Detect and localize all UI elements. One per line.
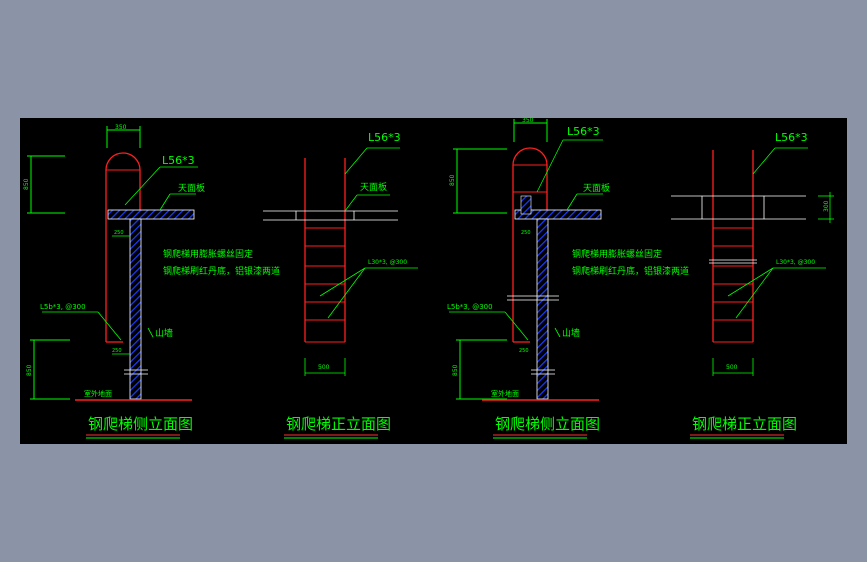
ground-label: 室外地面 [491, 389, 519, 398]
dimension-slab-text: 300 [823, 200, 830, 212]
slab-label: 天面板 [178, 182, 205, 194]
dimension-250-top-text: 250 [114, 230, 124, 236]
wall-label: 山墙 [155, 327, 173, 339]
drawing-canvas: 350 850 850 250 250 [23, 118, 834, 439]
dimension-upper-height [27, 155, 65, 214]
roof-slab [107, 209, 195, 220]
angle-label: L56*3 [368, 131, 401, 144]
dimension-250-bottom-text: 250 [519, 348, 529, 354]
slab-label: 天面板 [583, 182, 610, 194]
ladder-hoop [105, 152, 141, 342]
dimension-width [304, 358, 346, 376]
drawing-side-elevation-1: 350 850 850 250 250 [23, 124, 280, 439]
drawing-front-elevation-2: L56*3 300 L30*3, @300 500 钢爬梯正立面图 [671, 131, 834, 439]
drawing-title: 钢爬梯正立面图 [692, 415, 797, 433]
note-line-2: 钢爬梯刷红丹底，铝银漆两道 [572, 265, 689, 277]
dimension-250-top-text: 250 [521, 230, 531, 236]
drawing-title: 钢爬梯侧立面图 [495, 415, 600, 433]
leader-lines [42, 166, 198, 341]
front-leaders [319, 147, 418, 319]
dimension-top-text: 350 [522, 118, 534, 124]
dimension-upper-height-text: 850 [23, 178, 30, 190]
dimension-width-text: 500 [726, 364, 738, 371]
dimension-lower-height-text: 850 [26, 364, 33, 376]
angle-label: L56*3 [775, 131, 808, 144]
angle-label: L56*3 [162, 154, 195, 167]
ladder-rungs [305, 227, 345, 343]
ladder-rungs [713, 227, 753, 343]
dimension-250-bottom-text: 250 [112, 348, 122, 354]
note-line-1: 钢爬梯用膨胀螺丝固定 [163, 248, 253, 260]
slab-label: 天面板 [360, 181, 387, 193]
dimension-upper-height-text: 850 [449, 174, 456, 186]
drawing-title: 钢爬梯正立面图 [286, 415, 391, 433]
rung-label: L5b*3, @300 [447, 303, 493, 311]
gable-wall [129, 218, 142, 400]
dimension-lower-height-text: 850 [452, 364, 459, 376]
rung-label: L30*3, @300 [776, 259, 815, 266]
cad-viewport: 350 850 850 250 250 [20, 118, 847, 444]
drawing-title: 钢爬梯侧立面图 [88, 415, 193, 433]
ladder-hoop [512, 147, 548, 342]
rung-label: L30*3, @300 [368, 259, 407, 266]
drawing-front-elevation-1: L56*3 天面板 L30*3, @300 500 钢爬梯正立面图 [263, 131, 418, 439]
roof-slab-front [671, 195, 806, 264]
gable-wall [536, 218, 549, 400]
dimension-top-text: 350 [115, 124, 127, 131]
note-line-1: 钢爬梯用膨胀螺丝固定 [572, 248, 662, 260]
dimension-width-text: 500 [318, 364, 330, 371]
note-line-2: 钢爬梯刷红丹底，铝银漆两道 [163, 265, 280, 277]
wall-label: 山墙 [562, 327, 580, 339]
roof-slab-front [263, 210, 398, 221]
dimension-lower-height [30, 339, 70, 400]
break-mark [124, 369, 148, 375]
ground-label: 室外地面 [84, 389, 112, 398]
roof-slab [514, 209, 602, 220]
rung-label: L5b*3, @300 [40, 303, 86, 311]
drawing-side-elevation-2: 350 850 850 250 250 室外地面 [447, 118, 689, 439]
angle-label: L56*3 [567, 125, 600, 138]
dimension-top [106, 126, 141, 148]
